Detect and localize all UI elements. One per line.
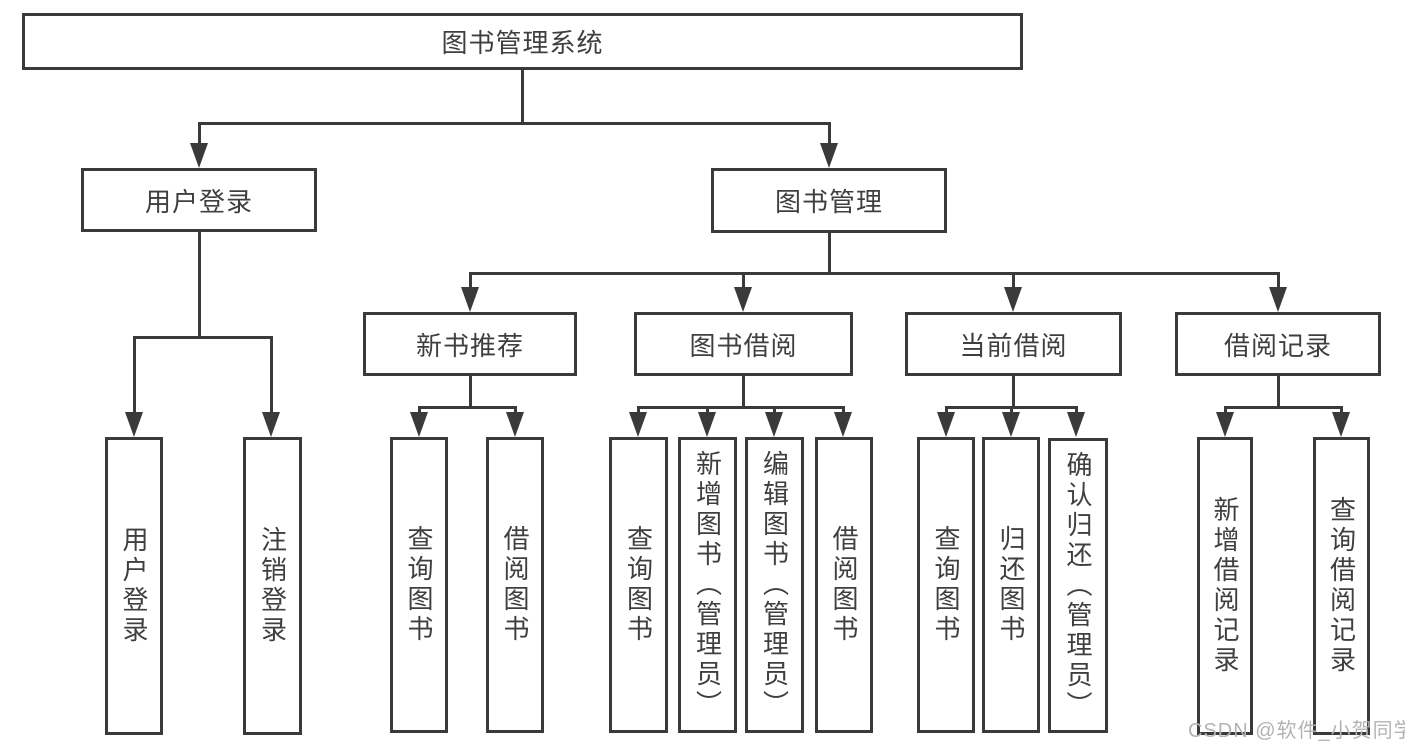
leaf-add-book-admin: 新增图书（管理员） bbox=[678, 437, 737, 733]
arrowhead-return-book bbox=[1002, 412, 1020, 437]
connector-records-hline bbox=[1224, 406, 1341, 409]
node-label: 新书推荐 bbox=[415, 330, 524, 361]
node-library-management-system: 图书管理系统 bbox=[22, 13, 1023, 70]
connector-bookmgmt-drop-4 bbox=[1277, 272, 1280, 292]
node-label: 图书管理系统 bbox=[441, 28, 604, 58]
leaf-label: 查询图书 bbox=[404, 525, 434, 645]
node-label: 用户登录 bbox=[144, 186, 253, 217]
leaf-return-book: 归还图书 bbox=[982, 437, 1040, 733]
connector-userlogin-hline bbox=[133, 336, 272, 339]
connector-bookmgmt-stem bbox=[828, 233, 831, 272]
leaf-label: 编辑图书（管理员） bbox=[759, 450, 790, 720]
leaf-label: 查询图书 bbox=[931, 525, 961, 645]
node-label: 图书管理 bbox=[774, 187, 883, 217]
connector-bookborrow-stem bbox=[742, 376, 745, 406]
leaf-label: 注销登录 bbox=[257, 526, 288, 646]
connector-records-drop-1 bbox=[1224, 406, 1227, 416]
leaf-label: 查询借阅记录 bbox=[1326, 496, 1357, 676]
connector-root-stem bbox=[521, 70, 524, 124]
connector-bookborrow-hline bbox=[637, 406, 845, 409]
connector-bookmgmt-drop-2 bbox=[742, 272, 745, 292]
node-label: 当前借阅 bbox=[959, 330, 1068, 361]
arrowhead-leaf-user-login bbox=[125, 412, 143, 437]
leaf-label: 借阅图书 bbox=[500, 525, 530, 645]
leaf-label: 确认归还（管理员） bbox=[1063, 450, 1093, 721]
arrowhead-book-management bbox=[820, 143, 838, 168]
watermark-text: CSDN @软件_小贺同学 bbox=[1188, 720, 1405, 742]
connector-bookborrow-drop-1 bbox=[637, 406, 640, 416]
connector-userlogin-drop-1 bbox=[133, 336, 136, 416]
arrowhead-edit-book bbox=[765, 412, 783, 437]
node-borrow-records: 借阅记录 bbox=[1175, 312, 1381, 376]
connector-bookborrow-drop-2 bbox=[706, 406, 709, 416]
leaf-label: 新增图书（管理员） bbox=[692, 450, 723, 720]
arrowhead-query-books-2 bbox=[629, 412, 647, 437]
arrowhead-leaf-logout bbox=[262, 412, 280, 437]
connector-newbook-drop-2 bbox=[514, 406, 517, 416]
connector-root-hline bbox=[198, 122, 831, 125]
arrowhead-book-borrow bbox=[734, 287, 752, 312]
leaf-label: 用户登录 bbox=[119, 526, 149, 646]
connector-userlogin-stem bbox=[198, 232, 201, 336]
connector-currentborrow-stem bbox=[1012, 376, 1015, 406]
arrowhead-borrow-books-1 bbox=[506, 412, 524, 437]
leaf-query-borrow-record: 查询借阅记录 bbox=[1313, 437, 1370, 735]
node-user-login-group: 用户登录 bbox=[81, 168, 317, 232]
arrowhead-add-book bbox=[698, 412, 716, 437]
connector-bookmgmt-drop-1 bbox=[469, 272, 472, 292]
leaf-label: 归还图书 bbox=[996, 525, 1026, 645]
arrowhead-borrow-records bbox=[1269, 287, 1287, 312]
leaf-edit-book-admin: 编辑图书（管理员） bbox=[745, 437, 804, 733]
arrowhead-query-books-3 bbox=[937, 412, 955, 437]
leaf-query-books-current: 查询图书 bbox=[917, 437, 975, 733]
leaf-label: 新增借阅记录 bbox=[1210, 496, 1240, 676]
arrowhead-query-borrow-record bbox=[1332, 412, 1350, 437]
node-book-borrow: 图书借阅 bbox=[634, 312, 853, 376]
connector-newbook-stem bbox=[469, 376, 472, 406]
node-label: 图书借阅 bbox=[689, 330, 798, 361]
arrowhead-current-borrow bbox=[1004, 287, 1022, 312]
connector-records-drop-2 bbox=[1340, 406, 1343, 416]
leaf-confirm-return-admin: 确认归还（管理员） bbox=[1048, 438, 1108, 733]
connector-bookborrow-drop-4 bbox=[842, 406, 845, 416]
arrowhead-query-books-1 bbox=[410, 412, 428, 437]
connector-currentborrow-drop-1 bbox=[945, 406, 948, 416]
arrowhead-user-login bbox=[190, 143, 208, 168]
connector-newbook-drop-1 bbox=[418, 406, 421, 416]
connector-currentborrow-drop-3 bbox=[1075, 406, 1078, 416]
arrowhead-add-borrow-record bbox=[1216, 412, 1234, 437]
connector-root-drop-left bbox=[198, 122, 201, 148]
leaf-user-login: 用户登录 bbox=[105, 437, 163, 735]
connector-bookmgmt-drop-3 bbox=[1012, 272, 1015, 292]
arrowhead-new-book-recommend bbox=[461, 287, 479, 312]
leaf-add-borrow-record: 新增借阅记录 bbox=[1197, 437, 1253, 735]
leaf-logout: 注销登录 bbox=[243, 437, 302, 735]
leaf-query-books-recommend: 查询图书 bbox=[390, 437, 448, 733]
leaf-borrow-books-2: 借阅图书 bbox=[815, 437, 873, 733]
connector-records-stem bbox=[1277, 376, 1280, 406]
node-label: 借阅记录 bbox=[1223, 330, 1332, 361]
connector-bookmgmt-hline bbox=[469, 272, 1280, 275]
node-new-book-recommend: 新书推荐 bbox=[363, 312, 577, 376]
connector-bookborrow-drop-3 bbox=[773, 406, 776, 416]
node-current-borrow: 当前借阅 bbox=[905, 312, 1122, 376]
arrowhead-borrow-books-2 bbox=[834, 412, 852, 437]
leaf-query-books-borrow: 查询图书 bbox=[609, 437, 668, 733]
leaf-borrow-books-recommend: 借阅图书 bbox=[486, 437, 544, 733]
connector-root-drop-right bbox=[828, 122, 831, 148]
arrowhead-confirm-return bbox=[1067, 412, 1085, 437]
connector-currentborrow-drop-2 bbox=[1010, 406, 1013, 416]
connector-newbook-hline bbox=[418, 406, 517, 409]
leaf-label: 借阅图书 bbox=[829, 525, 859, 645]
node-book-management: 图书管理 bbox=[711, 168, 947, 233]
leaf-label: 查询图书 bbox=[623, 525, 654, 645]
connector-userlogin-drop-2 bbox=[270, 336, 273, 416]
